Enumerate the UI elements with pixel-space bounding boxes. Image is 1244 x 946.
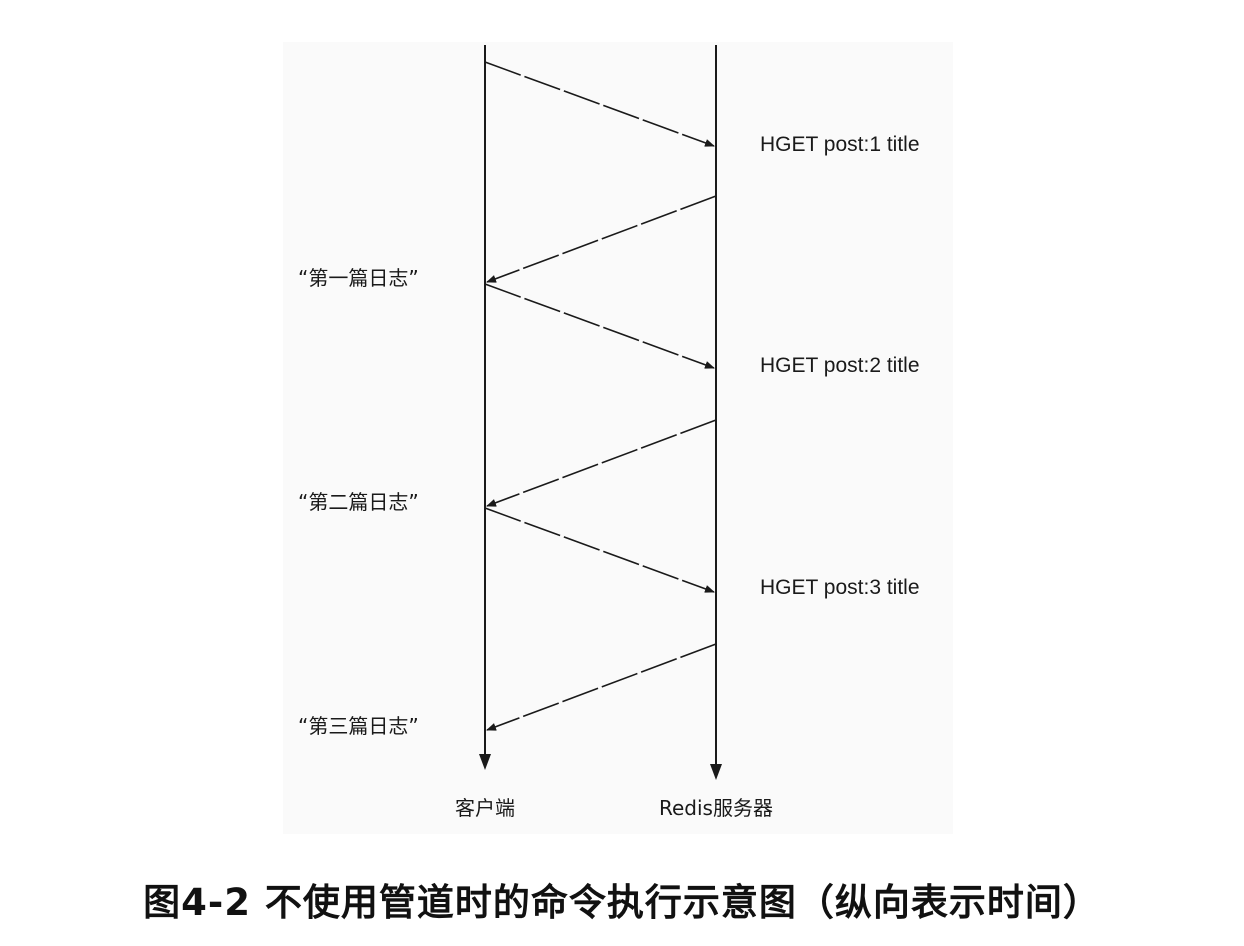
reply-label-2: “第二篇日志” [298, 490, 419, 514]
client-lifeline-arrow [479, 754, 491, 770]
client-lane-label: 客户端 [455, 796, 515, 820]
request-arrow-1 [484, 61, 715, 147]
reply-arrow-3 [486, 643, 717, 731]
server-lane-label: Redis服务器 [659, 796, 773, 820]
command-label-1: HGET post:1 title [760, 133, 920, 156]
reply-label-1: “第一篇日志” [298, 266, 419, 290]
figure-caption: 图4-2 不使用管道时的命令执行示意图（纵向表示时间） [143, 881, 1101, 924]
diagram-background [283, 42, 953, 834]
reply-arrow-1 [486, 195, 717, 283]
server-lifeline-arrow [710, 764, 722, 780]
command-label-2: HGET post:2 title [760, 354, 920, 377]
command-label-3: HGET post:3 title [760, 576, 920, 599]
request-arrow-2 [484, 283, 715, 369]
reply-arrow-2 [486, 419, 717, 507]
request-arrow-3 [484, 507, 715, 593]
sequence-diagram: HGET post:1 title HGET post:2 title HGET… [283, 42, 953, 834]
reply-label-3: “第三篇日志” [298, 714, 419, 738]
